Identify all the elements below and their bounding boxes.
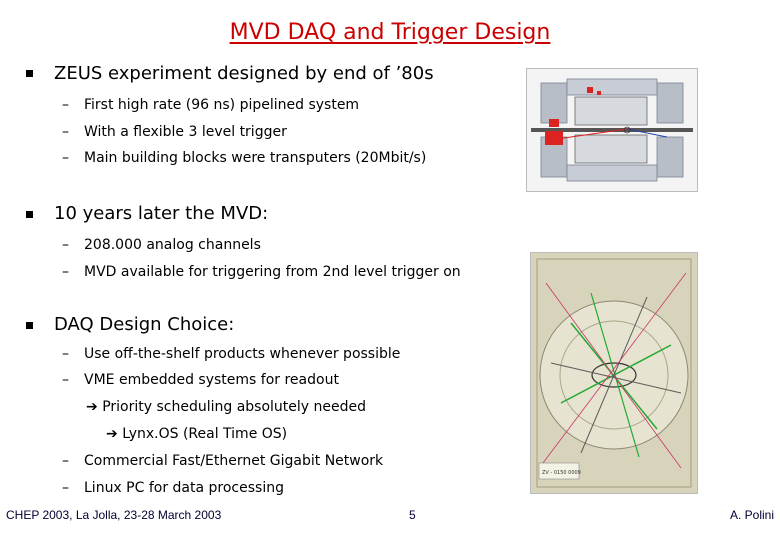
sub-item-text: Linux PC for data processing (84, 480, 284, 496)
sub-item: –208.000 analog channels (62, 237, 261, 253)
arrow-icon: ➔ (86, 399, 98, 415)
dash: – (62, 372, 69, 388)
bullet-marker (26, 211, 33, 218)
bullet-mvd: 10 years later the MVD: (54, 203, 269, 224)
sub-item-text: 208.000 analog channels (84, 237, 261, 253)
zeus-detector-image (526, 68, 698, 192)
footer-conference: CHEP 2003, La Jolla, 23-28 March 2003 (6, 508, 222, 522)
sub-item: –Commercial Fast/Ethernet Gigabit Networ… (62, 453, 383, 469)
sub-item-text: Main building blocks were transputers (2… (84, 150, 427, 166)
sub-item-text: With a flexible 3 level trigger (84, 124, 287, 140)
dash: – (62, 237, 69, 253)
dash: – (62, 480, 69, 496)
arrow-item-text: Priority scheduling absolutely needed (102, 399, 366, 415)
bullet-marker (26, 322, 33, 329)
arrow-item-text: Lynx.OS (Real Time OS) (122, 426, 288, 442)
slide-title: MVD DAQ and Trigger Design (229, 20, 551, 45)
footer-author: A. Polini (729, 508, 774, 522)
dash: – (62, 453, 69, 469)
arrow-item: ➔ Lynx.OS (Real Time OS) (106, 426, 287, 442)
sub-item: –Linux PC for data processing (62, 480, 284, 496)
dash: – (62, 124, 69, 140)
zeus-detector-drawing (531, 78, 693, 182)
dash: – (62, 346, 69, 362)
sub-item: –MVD available for triggering from 2nd l… (62, 264, 461, 280)
arrow-item: ➔ Priority scheduling absolutely needed (86, 399, 366, 415)
sub-item: –VME embedded systems for readout (62, 372, 339, 388)
sub-item: –With a flexible 3 level trigger (62, 124, 287, 140)
dash: – (62, 264, 69, 280)
sub-item-text: MVD available for triggering from 2nd le… (84, 264, 461, 280)
sub-item-text: VME embedded systems for readout (84, 372, 339, 388)
bullet-marker (26, 70, 33, 77)
figure-label: ZV - 0150 0009 (542, 470, 581, 476)
sub-item-text: Commercial Fast/Ethernet Gigabit Network (84, 453, 384, 469)
dash: – (62, 150, 69, 166)
bullet-daq-choice: DAQ Design Choice: (54, 314, 235, 335)
sub-item: –Use off-the-shelf products whenever pos… (62, 346, 400, 362)
dash: – (62, 97, 69, 113)
bullet-zeus: ZEUS experiment designed by end of ’80s (54, 63, 434, 84)
mvd-event-display-image: ZV - 0150 0009 (530, 252, 698, 494)
arrow-icon: ➔ (106, 426, 118, 442)
sub-item: –Main building blocks were transputers (… (62, 150, 426, 166)
footer-page-number: 5 (409, 508, 416, 522)
sub-item-text: Use off-the-shelf products whenever poss… (84, 346, 401, 362)
mvd-event-drawing: ZV - 0150 0009 (536, 258, 692, 488)
sub-item-text: First high rate (96 ns) pipelined system (84, 97, 360, 113)
sub-item: –First high rate (96 ns) pipelined syste… (62, 97, 359, 113)
